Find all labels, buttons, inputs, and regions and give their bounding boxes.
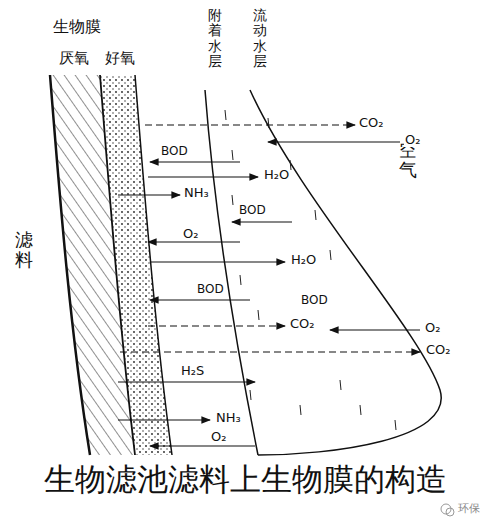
- water-stroke: [300, 405, 301, 415]
- figure-caption: 生物滤池滤料上生物膜的构造: [0, 463, 490, 497]
- water-stroke: [360, 405, 361, 415]
- layer-name: 好氧: [104, 50, 136, 67]
- chemical-label: O₂: [210, 430, 227, 444]
- chemical-label: NH₃: [183, 186, 210, 200]
- water-boundary: [205, 90, 258, 455]
- diffusion-arrow: [150, 261, 285, 262]
- diffusion-arrow: [148, 325, 285, 326]
- chemical-label: BOD: [160, 145, 189, 158]
- chemical-label: H₂O: [290, 253, 317, 267]
- chemical-label: O₂: [404, 133, 421, 147]
- water-stroke: [340, 380, 341, 390]
- chemical-label: NH₃: [215, 411, 242, 425]
- water-stroke: [268, 118, 269, 128]
- diffusion-arrow: [150, 445, 255, 446]
- water-stroke: [240, 275, 241, 285]
- diffusion-arrow: [148, 241, 240, 242]
- layer-boundary: [100, 75, 135, 455]
- chemical-label: CO₂: [289, 317, 316, 331]
- media-surface: [50, 75, 90, 455]
- watermark: 环保: [457, 503, 481, 515]
- water-stroke: [232, 195, 233, 205]
- layer-name: 流动水层: [252, 8, 268, 70]
- diffusion-arrow: [118, 381, 255, 382]
- wechat-icon: [441, 504, 454, 516]
- chemical-label: BOD: [238, 204, 267, 217]
- water-stroke: [225, 110, 226, 120]
- diffusion-arrow: [145, 124, 355, 125]
- diffusion-arrow: [148, 176, 258, 177]
- water-stroke: [395, 420, 396, 430]
- chemical-label: H₂O: [263, 168, 290, 182]
- layer-heading: 生物膜: [52, 18, 102, 36]
- layer-name: 厌氧: [58, 50, 90, 67]
- chemical-label: O₂: [424, 321, 441, 335]
- layer-name: 附着水层: [207, 8, 223, 70]
- water-stroke: [330, 250, 331, 260]
- diffusion-arrow: [118, 194, 180, 195]
- flowing-water-boundary: [250, 90, 441, 455]
- diffusion-arrow: [150, 161, 240, 162]
- water-stroke: [258, 310, 259, 320]
- diffusion-arrow: [330, 329, 420, 330]
- diffusion-arrow: [150, 299, 250, 300]
- layer-boundary: [135, 75, 172, 455]
- water-stroke: [232, 150, 233, 160]
- chemical-label: O₂: [182, 227, 199, 241]
- chemical-label: BOD: [196, 283, 225, 296]
- material-name: 滤料: [14, 230, 34, 270]
- diffusion-arrow: [118, 419, 210, 420]
- chemical-label: BOD: [300, 294, 329, 307]
- diffusion-arrow: [268, 141, 400, 142]
- aerobic-layer: [100, 75, 172, 455]
- diffusion-arrow: [120, 351, 420, 352]
- diffusion-arrow: [232, 221, 292, 222]
- water-stroke: [315, 210, 316, 220]
- chemical-label: CO₂: [358, 116, 385, 130]
- chemical-label: CO₂: [425, 343, 452, 357]
- water-stroke: [250, 390, 251, 400]
- chemical-label: H₂S: [180, 364, 205, 378]
